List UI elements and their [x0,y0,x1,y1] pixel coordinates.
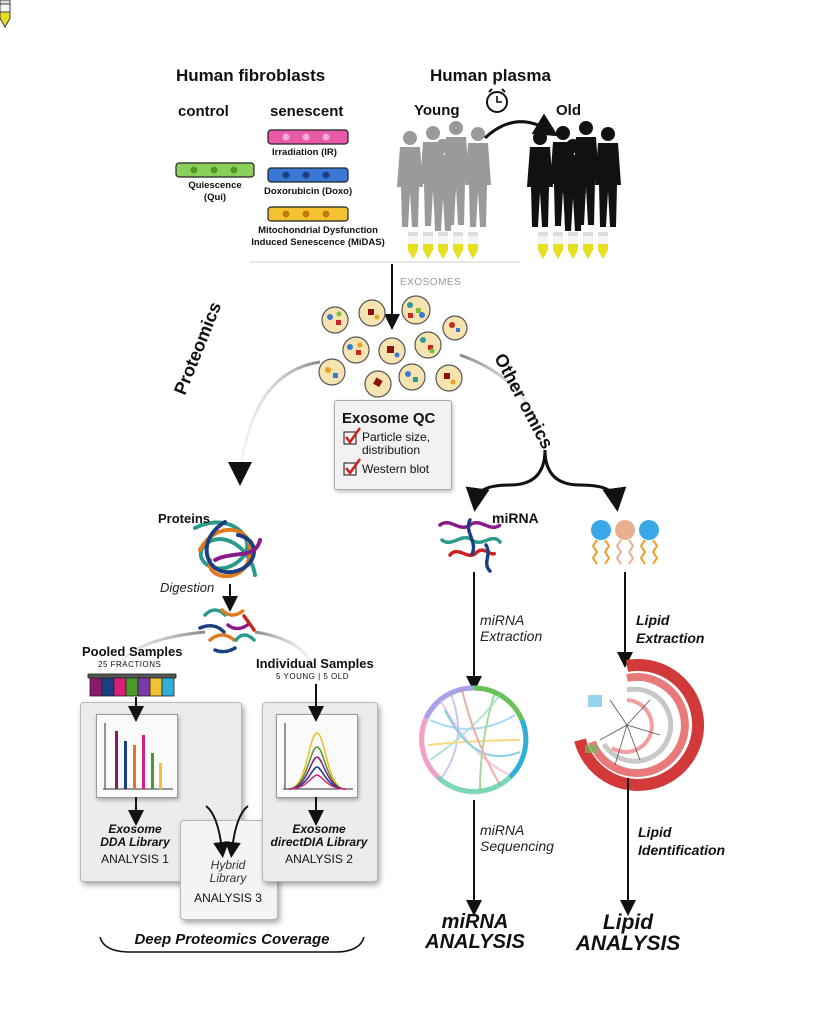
analysis1-label: ANALYSIS 1 [101,852,169,866]
lipid-extraction-1: Lipid [636,612,670,628]
lipid-identification-1: Lipid [638,824,672,840]
midas-label-2: Induced Senescence (MiDAS) [251,237,385,248]
individual-sub: 5 YOUNG | 5 OLD [276,672,350,681]
dda-label-2: DDA Library [100,835,170,849]
flask-quiescence-icon [175,162,255,178]
mirna-analysis-1: miRNA [441,911,509,933]
mirna-extraction-2: Extraction [480,628,543,644]
young-to-old-arrow [483,113,559,140]
old-silhouettes [527,121,621,231]
pooled-sub: 25 FRACTIONS [98,660,162,669]
hybrid-label-1: Hybrid [210,858,246,872]
lipid-tree-icon [574,658,705,791]
coverage-bracket [99,936,365,953]
mirna-strands-icon [438,518,502,573]
clock-icon [486,88,508,113]
mirna-label: miRNA [492,510,539,526]
proteins-label: Proteins [158,511,211,526]
dda-chart-box [96,714,178,798]
lipid-molecules-icon [591,520,659,565]
old-label: Old [556,102,581,119]
mirna-analysis-2: ANALYSIS [425,931,525,953]
vesicle-cargo [325,302,460,388]
analysis2-label: ANALYSIS 2 [285,852,353,866]
qc-title: Exosome QC [342,410,436,427]
control-label: control [178,103,229,120]
young-label: Young [414,102,460,119]
dia-chart-box [276,714,358,798]
dda-label-1: Exosome [108,822,162,836]
analysis3-label: ANALYSIS 3 [194,891,262,905]
dia-label-2: directDIA Library [270,835,368,849]
qc-item2: Western blot [362,462,430,476]
exosomes-label: EXOSOMES [400,277,462,288]
flask-irradiation-icon [267,129,349,145]
hybrid-label-2: Library [209,871,247,885]
young-silhouettes [397,121,491,231]
flask-doxo-icon [267,167,349,183]
plasma-title: Human plasma [430,66,551,85]
doxo-label: Doxorubicin (Doxo) [264,186,353,197]
midas-label-1: Mitochondrial Dysfunction [258,225,378,236]
proteomics-arc [238,360,321,475]
chord-diagram-icon [419,685,529,795]
lipid-identification-2: Identification [638,842,726,858]
dda-spectrum-chart [103,723,173,790]
senescent-label: senescent [270,103,344,120]
pooled-title: Pooled Samples [82,644,183,659]
peptide-fragments-icon [198,608,256,654]
fraction-tubes-icon [87,673,177,697]
quiescence-label-2: (Qui) [203,192,227,203]
lipid-extraction-2: Extraction [636,630,705,646]
irradiation-label: Irradiation (IR) [272,147,337,158]
qc-item1-line1: Particle size, [362,430,431,444]
protein-chains-icon [193,520,262,579]
lipid-analysis-1: Lipid [602,911,654,934]
dia-label-1: Exosome [292,822,346,836]
flask-midas-icon [267,206,349,222]
digestion-label: Digestion [160,580,215,595]
analysis3-panel [180,820,278,920]
coverage-label: Deep Proteomics Coverage [134,931,330,948]
fibroblasts-title: Human fibroblasts [176,66,326,85]
mirna-extraction-1: miRNA [480,612,525,628]
qc-item1-line2: distribution [362,443,421,457]
lipid-analysis-2: ANALYSIS [575,932,681,955]
individual-title: Individual Samples [256,656,374,671]
quiescence-label-1: Quiescence [188,180,242,191]
mirna-sequencing-1: miRNA [480,822,525,838]
mirna-sequencing-2: Sequencing [480,838,554,854]
dia-chromatogram-chart [283,723,353,790]
young-tubes-icon [0,0,11,29]
